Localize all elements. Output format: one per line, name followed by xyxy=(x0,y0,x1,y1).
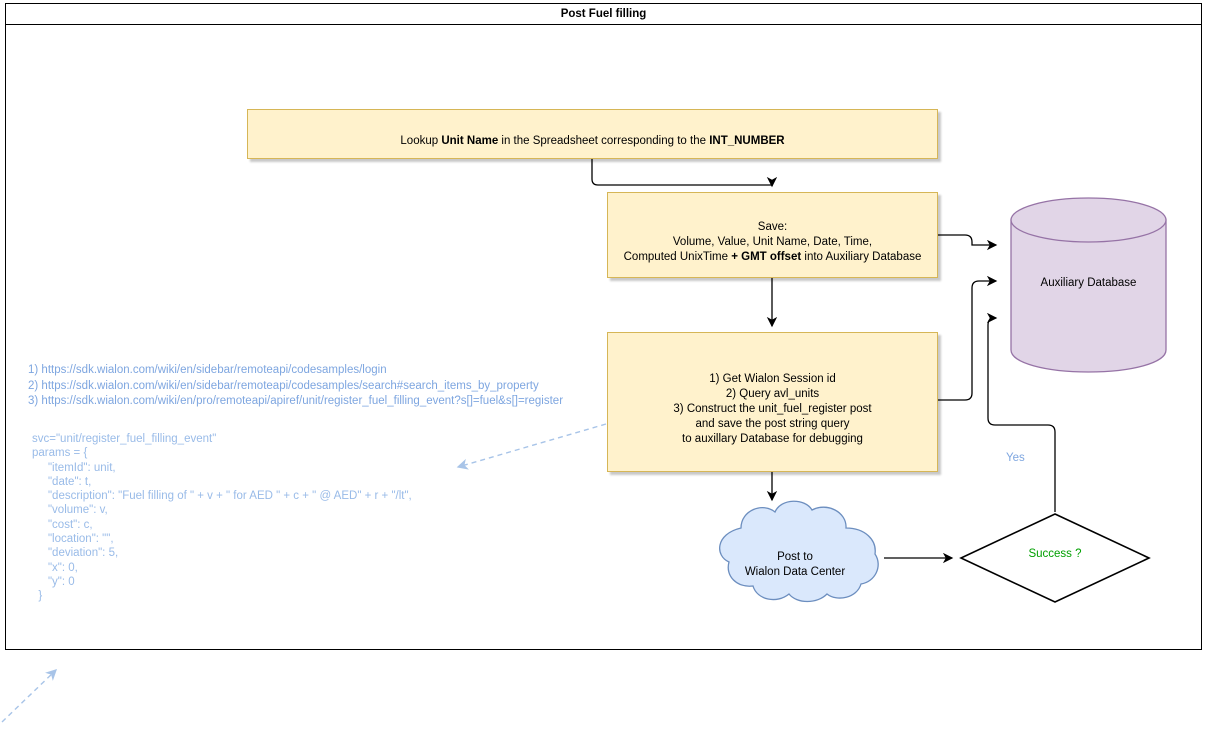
process-lookup-unit-name[interactable]: Lookup Unit Name in the Spreadsheet corr… xyxy=(247,109,938,159)
edge-annotation-stray-pointer xyxy=(1,669,58,723)
decision-label: Success ? xyxy=(1028,548,1082,560)
database-label: Auxiliary Database xyxy=(1040,277,1137,289)
annotation-reference-links[interactable]: 1) https://sdk.wialon.com/wiki/en/sideba… xyxy=(28,364,564,408)
process-lookup-label: Lookup Unit Name in the Spreadsheet corr… xyxy=(400,135,785,147)
database-cylinder-icon[interactable] xyxy=(1008,195,1169,375)
annotation-code-snippet: svc="unit/register_fuel_filling_event" p… xyxy=(32,433,412,603)
decision-diamond[interactable] xyxy=(958,512,1152,604)
cloud-icon[interactable] xyxy=(705,496,885,604)
frame-title: Post Fuel filling xyxy=(5,3,1202,25)
process-save-to-auxiliary-db[interactable]: Save:Volume, Value, Unit Name, Date, Tim… xyxy=(607,192,938,278)
edge-label-yes: Yes xyxy=(1006,452,1025,464)
process-save-label: Save:Volume, Value, Unit Name, Date, Tim… xyxy=(623,221,922,263)
